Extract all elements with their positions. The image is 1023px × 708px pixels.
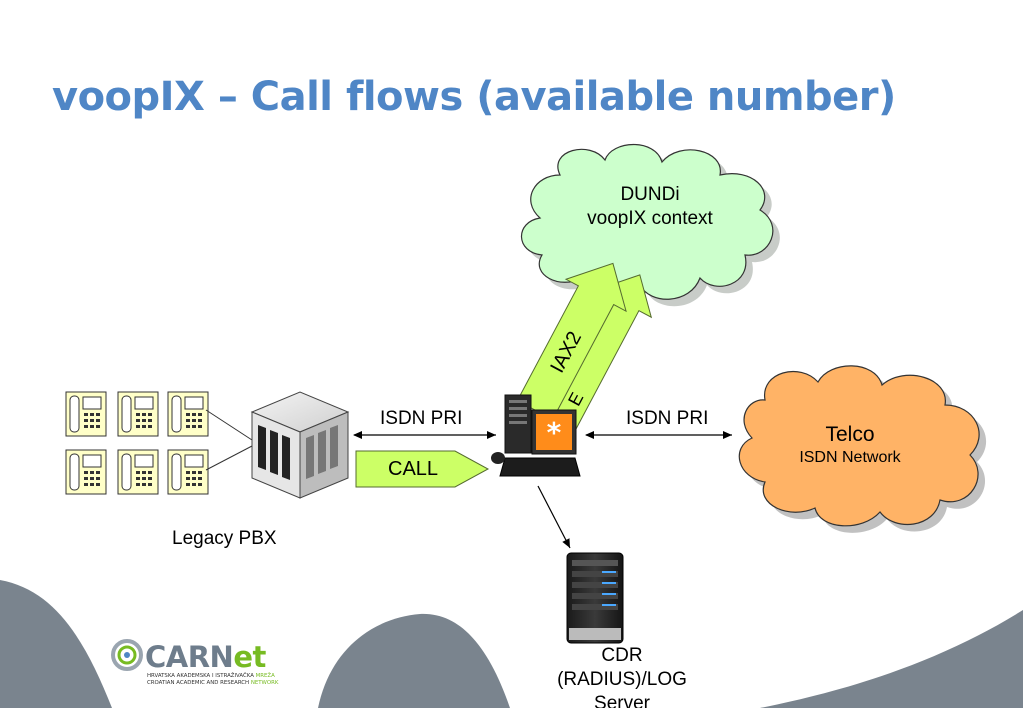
carnet-logo-name: CARNet xyxy=(145,640,266,674)
cdr-server-label: CDR (RADIUS)/LOG Server xyxy=(532,644,712,708)
cdr-label: CDR xyxy=(601,645,643,666)
phones-to-pbx-line xyxy=(205,445,253,471)
phone-icon xyxy=(167,449,209,495)
dundi-cloud xyxy=(520,143,780,307)
call-label: CALL xyxy=(388,458,439,480)
phone-icon xyxy=(167,391,209,437)
phone-icon xyxy=(117,449,159,495)
footer-wave-center xyxy=(318,613,510,708)
phone-group xyxy=(65,391,209,495)
cdr-server-icon xyxy=(566,552,624,644)
carnet-logo-name-dark: CARN xyxy=(145,640,234,674)
svg-text:*: * xyxy=(547,416,562,449)
dundi-cloud-label: DUNDi voopIX context xyxy=(565,183,735,231)
radius-log-label: (RADIUS)/LOG xyxy=(557,668,687,690)
server-label: Server xyxy=(594,692,650,708)
call-arrow xyxy=(355,450,490,488)
isdn-pri-left-label: ISDN PRI xyxy=(380,408,463,429)
asterisk-server-icon: * xyxy=(491,394,581,477)
carnet-logo-name-accent: et xyxy=(233,640,266,674)
phones-to-pbx-line xyxy=(205,409,253,441)
iax2-arrow-front xyxy=(516,262,627,421)
carnet-sub-line1: HRVATSKA AKADEMSKA I ISTRAŽIVAČKA xyxy=(147,673,254,679)
dundi-label: DUNDi xyxy=(620,184,680,205)
carnet-sub-line2: CROATIAN ACADEMIC AND RESEARCH xyxy=(147,680,250,687)
phone-icon xyxy=(65,449,107,495)
phone-icon xyxy=(65,391,107,437)
telco-cloud xyxy=(738,365,987,533)
carnet-sub-line2-accent: NETWORK xyxy=(250,680,279,687)
legacy-pbx-label: Legacy PBX xyxy=(172,528,277,549)
phone-icon xyxy=(117,391,159,437)
isdn-network-label: ISDN Network xyxy=(799,449,901,467)
voopix-context-label: voopIX context xyxy=(587,207,713,229)
carnet-logo-subtitle: HRVATSKA AKADEMSKA I ISTRAŽIVAČKA MREŽA … xyxy=(147,673,278,687)
legacy-pbx-icon xyxy=(250,391,350,499)
footer-wave-left xyxy=(0,580,112,708)
to-cdr-server-arrow xyxy=(537,485,571,549)
carnet-logo-icon xyxy=(111,639,143,671)
telco-label: Telco xyxy=(825,423,875,446)
carnet-sub-line1-accent: MREŽA xyxy=(255,673,275,679)
isdn-pri-right-label: ISDN PRI xyxy=(626,408,709,429)
footer-wave-right xyxy=(760,610,1023,708)
slide-title: voopIX – Call flows (available number) xyxy=(52,74,896,120)
telco-cloud-label: Telco ISDN Network xyxy=(790,422,910,468)
